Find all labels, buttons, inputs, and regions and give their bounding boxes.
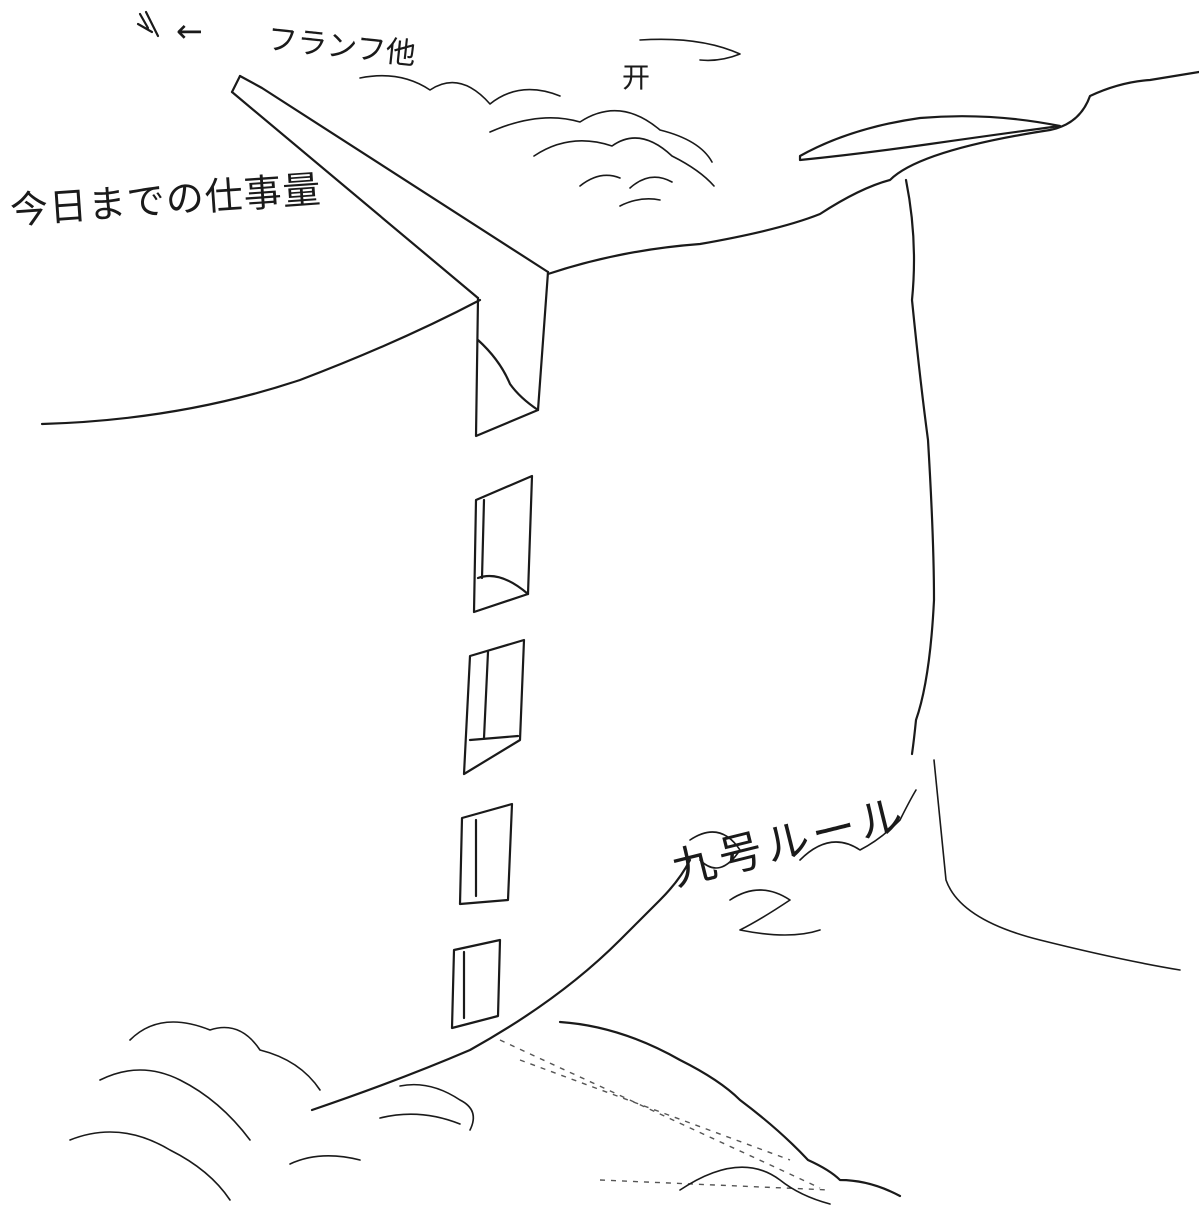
notch-top <box>474 270 550 438</box>
left-arrow-icon: ← <box>176 12 203 50</box>
dashed-guides <box>499 1039 831 1191</box>
hills-right <box>679 759 1181 1205</box>
window-1 <box>472 474 534 614</box>
cloud-ledge <box>798 115 1062 162</box>
terrain-right <box>558 1020 902 1198</box>
window-3 <box>458 802 514 906</box>
diagonal-beam <box>230 74 550 300</box>
window-4 <box>450 938 502 1030</box>
ridge-line-right <box>546 70 1199 276</box>
shrine-mark: 开 <box>622 61 651 94</box>
curly-strokes <box>689 789 917 936</box>
slope-line <box>310 858 692 1112</box>
window-2 <box>462 638 526 776</box>
tower-right-edge <box>904 178 936 756</box>
scribble-mark <box>136 10 160 38</box>
horizon-line-left <box>40 298 482 426</box>
bushes-bottom-left <box>69 1021 475 1201</box>
clouds-top <box>359 38 741 207</box>
